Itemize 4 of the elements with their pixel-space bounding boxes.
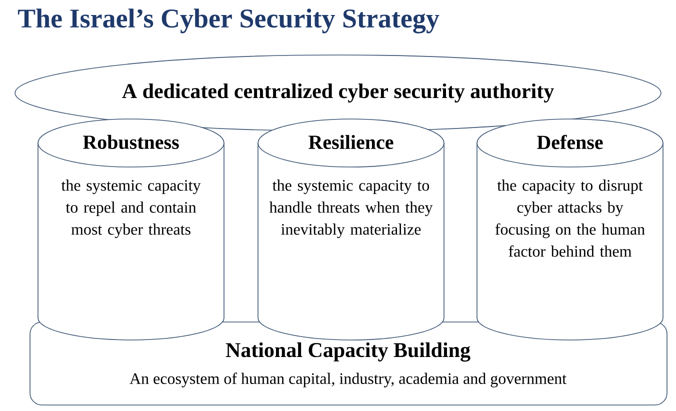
cylinder: Resilience the systemic capacity to handle threats when they inevitably materialize — [258, 118, 444, 340]
title: The Israel’s Cyber Security Strategy — [18, 8, 440, 34]
cylinder: Defense the capacity to disrupt cyber attacks by focusing on the human factor behind them — [476, 118, 664, 340]
cylinder: Robustness the systemic capacity to repel and contain most cyber threats — [38, 118, 224, 340]
